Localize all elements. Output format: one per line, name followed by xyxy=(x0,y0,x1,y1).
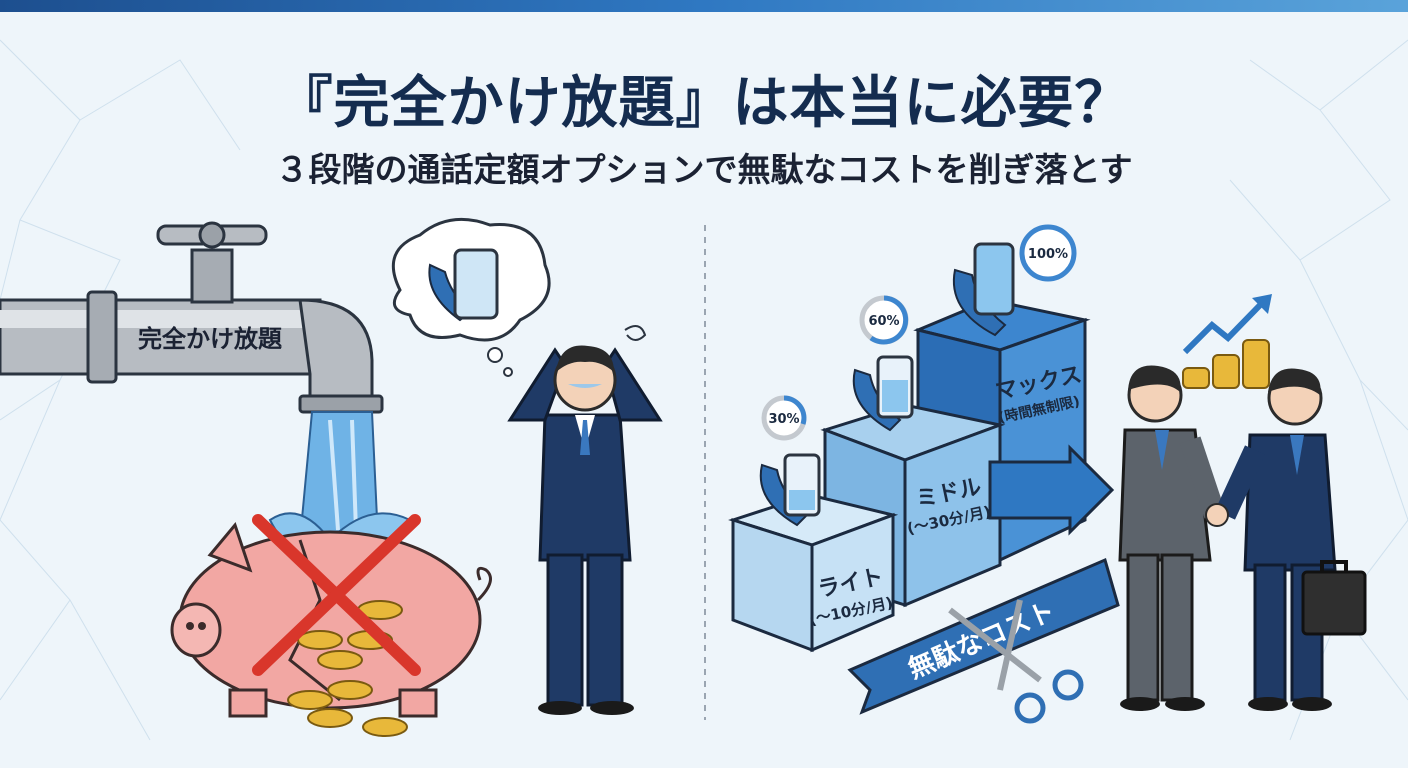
page-title: 『完全かけ放題』は本当に必要？ xyxy=(276,71,1132,136)
plan-light-usage: 30% xyxy=(768,412,799,427)
background-network-pattern xyxy=(0,39,1408,741)
faucet: 完全かけ放題 xyxy=(0,221,384,414)
coin-stacks xyxy=(1182,339,1270,389)
smartphone-icon xyxy=(453,248,499,320)
businessman-right xyxy=(1205,368,1367,711)
usage-gauge-100 xyxy=(1019,224,1077,282)
thought-bubble xyxy=(391,217,551,377)
top-accent-bar xyxy=(0,0,1408,12)
red-cross-icon xyxy=(252,514,421,676)
handshake xyxy=(1205,503,1229,527)
faucet-label: 完全かけ放題 xyxy=(138,325,283,353)
scissors-icon xyxy=(948,599,1084,724)
smartphone-icon xyxy=(973,242,1015,316)
briefcase-icon xyxy=(1301,570,1367,636)
page-subtitle: ３段階の通話定額オプションで無駄なコストを削ぎ落とす xyxy=(275,150,1133,189)
plan-max: マックス (時間無制限) 100% xyxy=(952,224,1084,427)
worried-businessman xyxy=(507,325,663,715)
plan-max-usage: 100% xyxy=(1028,247,1068,262)
growth-trend-icon xyxy=(1182,294,1272,389)
gold-coins xyxy=(287,600,408,737)
plan-middle-usage: 60% xyxy=(868,314,899,329)
businessman-left xyxy=(1118,365,1226,711)
